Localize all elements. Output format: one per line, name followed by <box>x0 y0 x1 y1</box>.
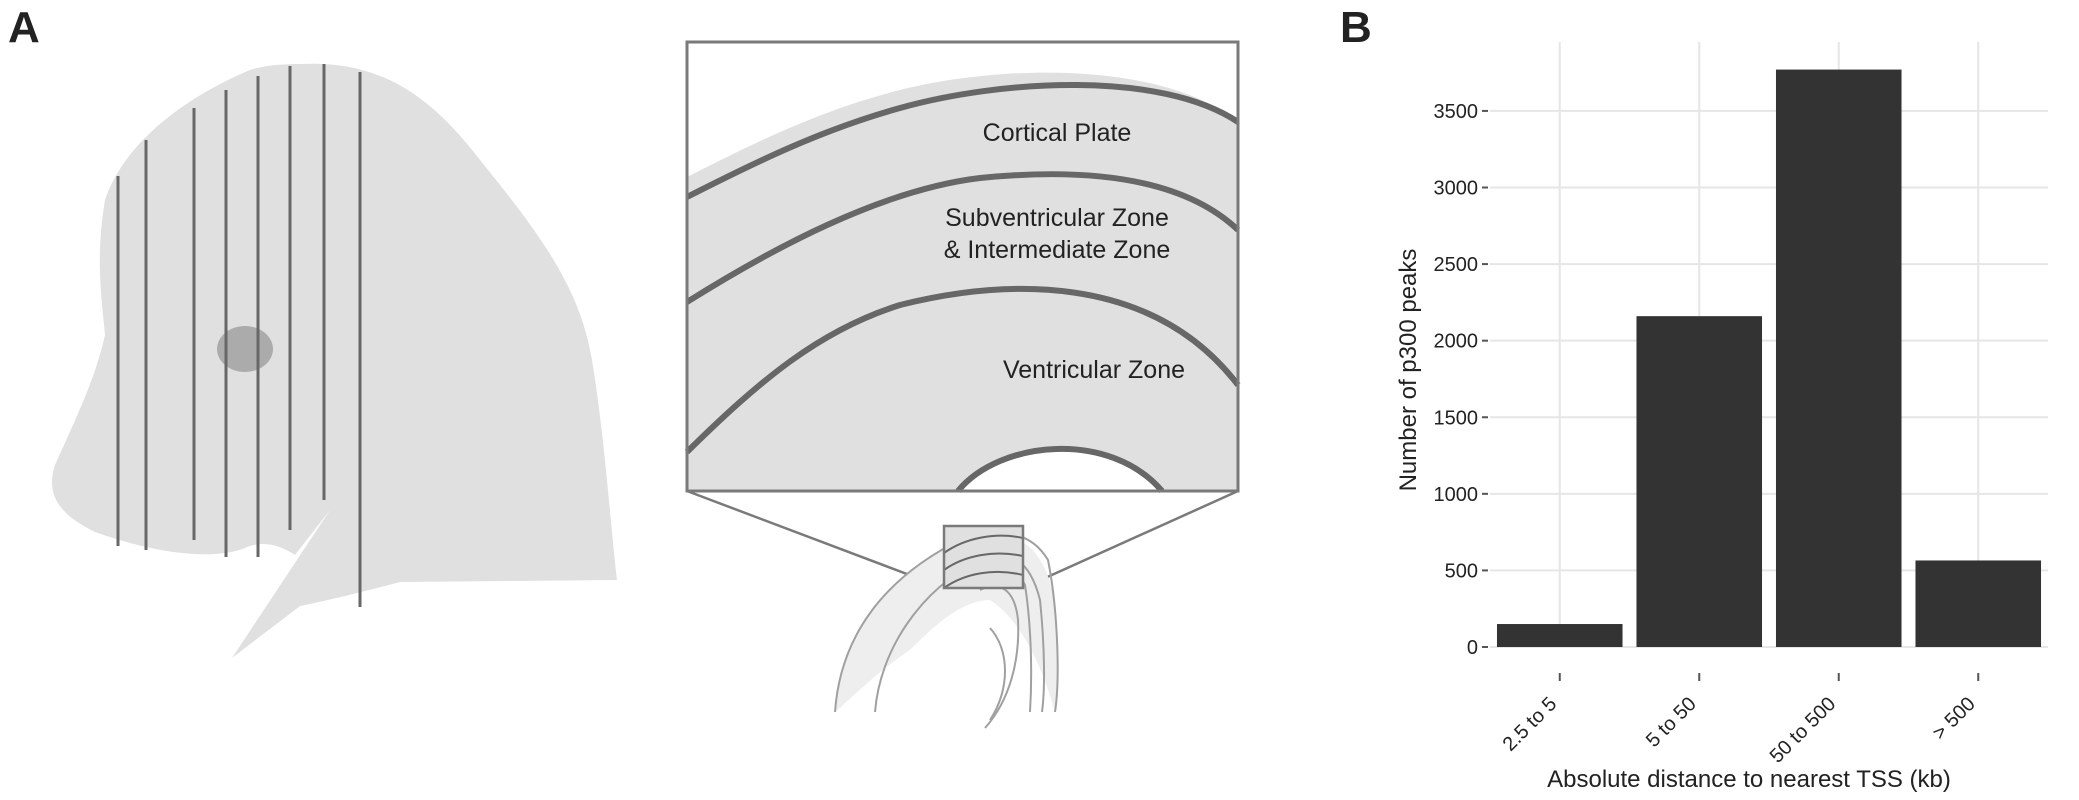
svz-label-line2: & Intermediate Zone <box>944 236 1171 264</box>
y-tick-label: 2500 <box>1434 254 1479 276</box>
svz-label-line1: Subventricular Zone <box>945 204 1169 232</box>
inset-frame <box>685 40 1240 493</box>
section-lines <box>116 64 362 607</box>
bar <box>1636 316 1763 647</box>
cp-svz-boundary-line <box>685 171 1241 305</box>
y-tick-label: 0 <box>1467 637 1478 659</box>
x-tick-label: 2.5 to 5 <box>1499 693 1562 756</box>
y-tick-label: 2000 <box>1434 331 1479 353</box>
y-axis-ticks: 0 500 1000 1500 2000 2500 3000 3500 <box>1434 101 1488 659</box>
y-axis-title: Number of p300 peaks <box>1395 249 1422 492</box>
y-tick-label: 1000 <box>1434 484 1479 506</box>
x-axis-ticks: 2.5 to 5 5 to 50 50 to 500 > 500 <box>1499 673 1980 768</box>
brain-section-inner <box>989 627 1006 721</box>
zoom-region-curve <box>943 570 1024 589</box>
cortical-plate-label: Cortical Plate <box>983 119 1132 147</box>
zoom-region-frame <box>942 524 1025 590</box>
bar <box>1496 624 1623 647</box>
zone-boundaries <box>684 82 1241 493</box>
zoom-connectors <box>686 489 1239 590</box>
grid <box>1490 42 2048 648</box>
zoom-connector-left <box>686 489 945 590</box>
embryo-head-silhouette <box>51 63 618 658</box>
x-tick-label: > 500 <box>1928 693 1979 744</box>
cortex-inset: Cortical Plate Subventricular Zone & Int… <box>684 40 1241 493</box>
x-tick-label: 5 to 50 <box>1642 693 1701 752</box>
bar-chart: 0 500 1000 1500 2000 2500 3000 3500 2.5 to 5 5 t… <box>1395 42 2048 793</box>
iz-vz-boundary-line <box>684 285 1241 455</box>
embryo-head-diagram <box>51 63 618 658</box>
panel-a-label: A <box>8 3 40 52</box>
zoom-region-box <box>942 524 1025 590</box>
y-tick-label: 3000 <box>1434 178 1479 200</box>
x-tick-label: 50 to 500 <box>1766 693 1841 768</box>
y-tick-label: 500 <box>1445 560 1478 582</box>
zoom-connector-right <box>1022 489 1239 590</box>
y-tick-label: 3500 <box>1434 101 1479 123</box>
y-tick-label: 1500 <box>1434 407 1479 429</box>
x-axis-title: Absolute distance to nearest TSS (kb) <box>1547 766 1951 793</box>
ventricular-zone-label: Ventricular Zone <box>1003 356 1185 384</box>
zoom-region-curve <box>943 534 1024 554</box>
bar <box>1775 69 1902 647</box>
cortex-upper-white <box>687 42 1238 177</box>
ventricle-line <box>955 445 1165 493</box>
bars <box>1496 69 2042 647</box>
bar <box>1915 560 2042 647</box>
pial-surface-line <box>685 82 1240 200</box>
panel-b-label: B <box>1340 3 1372 52</box>
zoom-region-curve <box>943 552 1024 571</box>
brain-section-diagram <box>834 524 1059 729</box>
